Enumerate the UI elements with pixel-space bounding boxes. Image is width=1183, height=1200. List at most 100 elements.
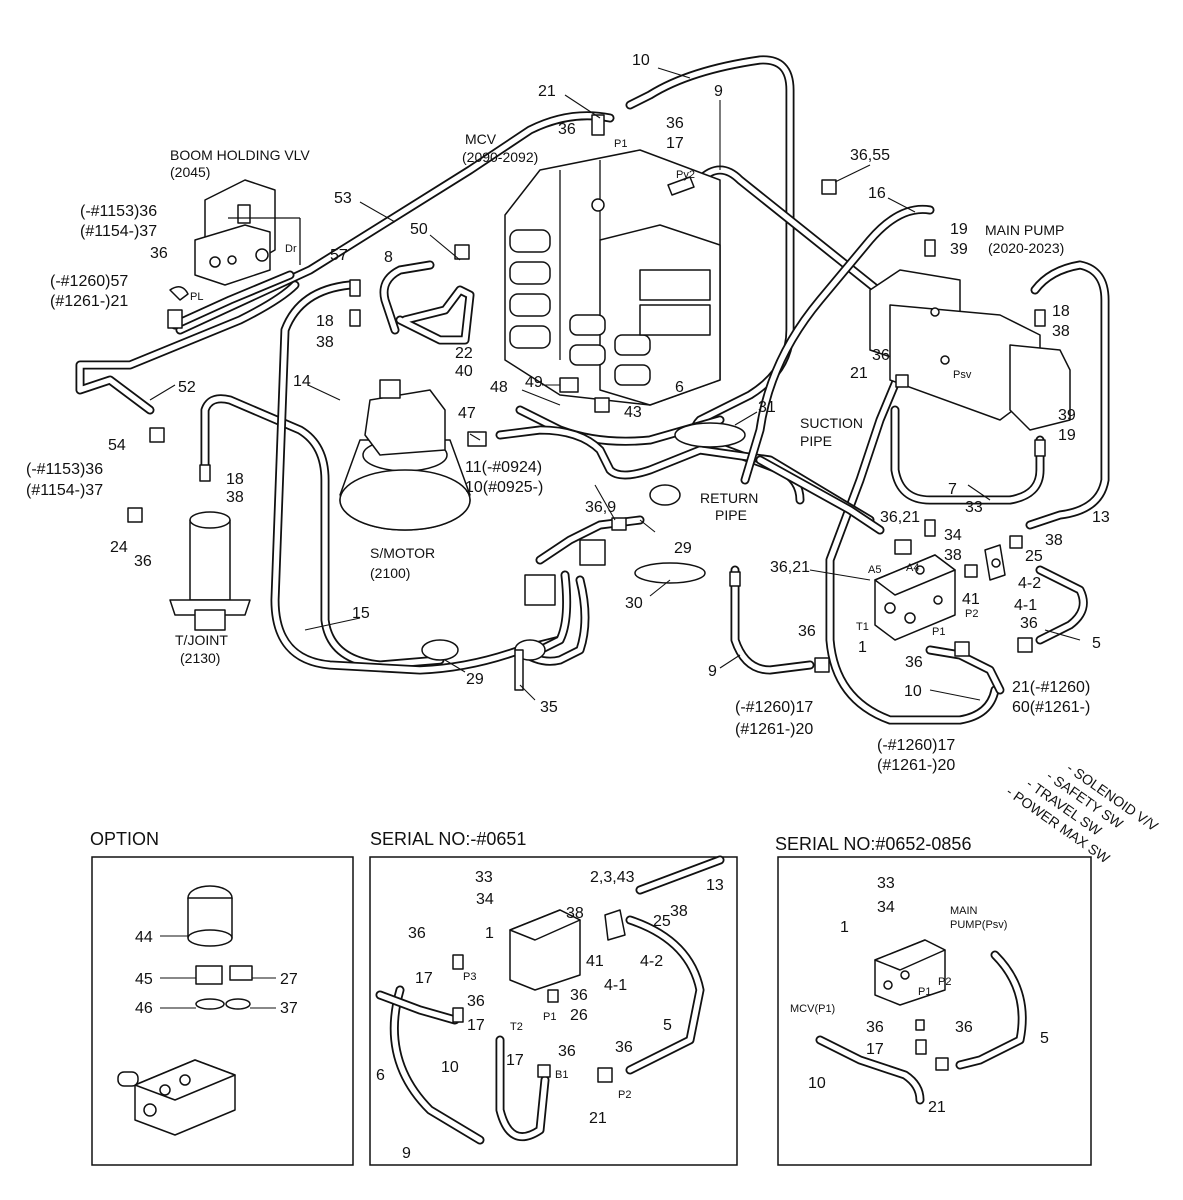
callout-34: 34 — [944, 527, 962, 544]
t-joint-number: (2130) — [180, 650, 220, 666]
callout-36-pump: 36 — [872, 347, 890, 364]
serial-b-main-pump-1: MAIN — [950, 905, 978, 917]
serial-a-callout-25: 25 — [653, 913, 671, 930]
callout-1: 1 — [858, 639, 867, 656]
option-callout-27: 27 — [280, 971, 298, 988]
callout-9-top: 9 — [714, 83, 723, 100]
return-pipe-label-2: PIPE — [715, 507, 747, 523]
callout-36-21-b: 36,21 — [770, 559, 810, 576]
callout-numbers: 10 21 9 36 36 17 36,55 53 (-#1153)36 (#1… — [26, 52, 1110, 774]
callout-36-p1: 36 — [558, 121, 576, 138]
callout-5: 5 — [1092, 635, 1101, 652]
callout-39-right: 39 — [1058, 407, 1076, 424]
callout-17-top: 17 — [666, 135, 684, 152]
boom-holding-vlv-label: BOOM HOLDING VLV — [170, 147, 310, 163]
s-motor-number: (2100) — [370, 565, 410, 581]
callout-29-mid: 29 — [674, 540, 692, 557]
serial-a-callout-26: 26 — [570, 1007, 588, 1024]
callout-41: 41 — [962, 591, 980, 608]
serial-a-callout-36c: 36 — [570, 987, 588, 1004]
callout-6-top: 6 — [675, 379, 684, 396]
callout-21-1261: (#1261-)21 — [50, 293, 128, 310]
callout-49: 49 — [525, 374, 543, 391]
component-labels: BOOM HOLDING VLV (2045) MCV (2090-2092) … — [170, 131, 1064, 666]
port-p2-sol: P2 — [965, 608, 978, 620]
callout-18-right: 18 — [1052, 303, 1070, 320]
callout-35: 35 — [540, 699, 558, 716]
main-pipes — [75, 55, 1110, 725]
serial-a-callout-34: 34 — [476, 891, 494, 908]
serial-b-port-p1: P1 — [918, 986, 931, 998]
callout-10-top: 10 — [632, 52, 650, 69]
callout-36-1153: (-#1153)36 — [80, 203, 157, 220]
serial-b-panel — [777, 856, 1092, 1166]
callout-36-55: 36,55 — [850, 147, 890, 164]
callout-36-tj: 36 — [134, 553, 152, 570]
serial-a-callout-1: 1 — [485, 925, 494, 942]
callout-14: 14 — [293, 373, 311, 390]
swing-motor — [339, 379, 471, 531]
serial-a-port-p2: P2 — [618, 1089, 631, 1101]
callout-38-tj: 38 — [226, 489, 244, 506]
serial-a-labels: SERIAL NO:-#0651 33 2,3,43 13 34 38 25 3… — [370, 829, 724, 1162]
port-dr: Dr — [285, 243, 297, 255]
callout-17-1260-b: (-#1260)17 — [877, 737, 955, 754]
callout-37-1154: (#1154-)37 — [80, 223, 157, 240]
callout-36-bhv: 36 — [150, 245, 168, 262]
mcv-label: MCV — [465, 131, 497, 147]
callout-43: 43 — [624, 404, 642, 421]
callout-38-sol: 38 — [944, 547, 962, 564]
port-p1-mcv: P1 — [614, 138, 627, 150]
option-callout-45: 45 — [135, 971, 153, 988]
port-labels: P1 Py2 Dr PL Psv A5 A4 T1 P1 P2 — [190, 138, 978, 638]
callout-37-1154-b: (#1154-)37 — [26, 482, 103, 499]
serial-b-mcv-p1: MCV(P1) — [790, 1003, 835, 1015]
serial-b-labels: SERIAL NO:#0652-0856 33 34 MAIN PUMP(Psv… — [775, 834, 1049, 1116]
callout-11-0924: 11(-#0924) — [465, 459, 542, 476]
serial-a-callout-9: 9 — [402, 1145, 411, 1162]
boom-holding-vlv-number: (2045) — [170, 164, 210, 180]
callout-20-1261-b: (#1261-)20 — [877, 757, 955, 774]
serial-a-panel — [369, 855, 738, 1166]
serial-a-callout-6: 6 — [376, 1067, 385, 1084]
callout-57: 57 — [330, 247, 348, 264]
serial-a-port-p3: P3 — [463, 971, 476, 983]
serial-b-callout-34: 34 — [877, 899, 895, 916]
callout-36-sol3: 36 — [905, 654, 923, 671]
serial-b-main-pump-2: PUMP(Psv) — [950, 919, 1007, 931]
serial-a-callout-36e: 36 — [615, 1039, 633, 1056]
callout-21-1260: 21(-#1260) — [1012, 679, 1090, 696]
callout-33: 33 — [965, 499, 983, 516]
suction-pipe-label-2: PIPE — [800, 433, 832, 449]
fittings — [127, 179, 1033, 673]
callout-25: 25 — [1025, 548, 1043, 565]
serial-a-callout-21: 21 — [589, 1110, 607, 1127]
callout-36-21-a: 36,21 — [880, 509, 920, 526]
solenoid-notes: - SOLENOID V/V - SAFETY SW - TRAVEL SW -… — [1004, 760, 1162, 867]
clamps — [421, 422, 746, 691]
main-pump-label: MAIN PUMP — [985, 222, 1064, 238]
serial-a-callout-17: 17 — [415, 970, 433, 987]
serial-a-callout-36d: 36 — [558, 1043, 576, 1060]
callout-16: 16 — [868, 185, 886, 202]
callout-47: 47 — [458, 405, 476, 422]
callout-38-sol2: 38 — [1045, 532, 1063, 549]
port-p1-sol: P1 — [932, 626, 945, 638]
serial-b-callout-36: 36 — [866, 1019, 884, 1036]
callout-19-top: 19 — [950, 221, 968, 238]
callout-36-sol: 36 — [1020, 615, 1038, 632]
serial-a-callout-5: 5 — [663, 1017, 672, 1034]
callout-31: 31 — [758, 399, 776, 416]
option-title: OPTION — [90, 829, 159, 849]
boom-holding-valve — [167, 179, 301, 329]
serial-a-callout-33: 33 — [475, 869, 493, 886]
callout-17-1260-a: (-#1260)17 — [735, 699, 813, 716]
serial-a-callout-4-2: 4-2 — [640, 953, 663, 970]
callout-9-low: 9 — [708, 663, 717, 680]
option-callout-46: 46 — [135, 1000, 153, 1017]
serial-b-callout-17: 17 — [866, 1041, 884, 1058]
callout-4-2: 4-2 — [1018, 575, 1041, 592]
serial-b-port-p2: P2 — [938, 976, 951, 988]
port-a5: A5 — [868, 564, 881, 576]
s-motor-label: S/MOTOR — [370, 545, 435, 561]
